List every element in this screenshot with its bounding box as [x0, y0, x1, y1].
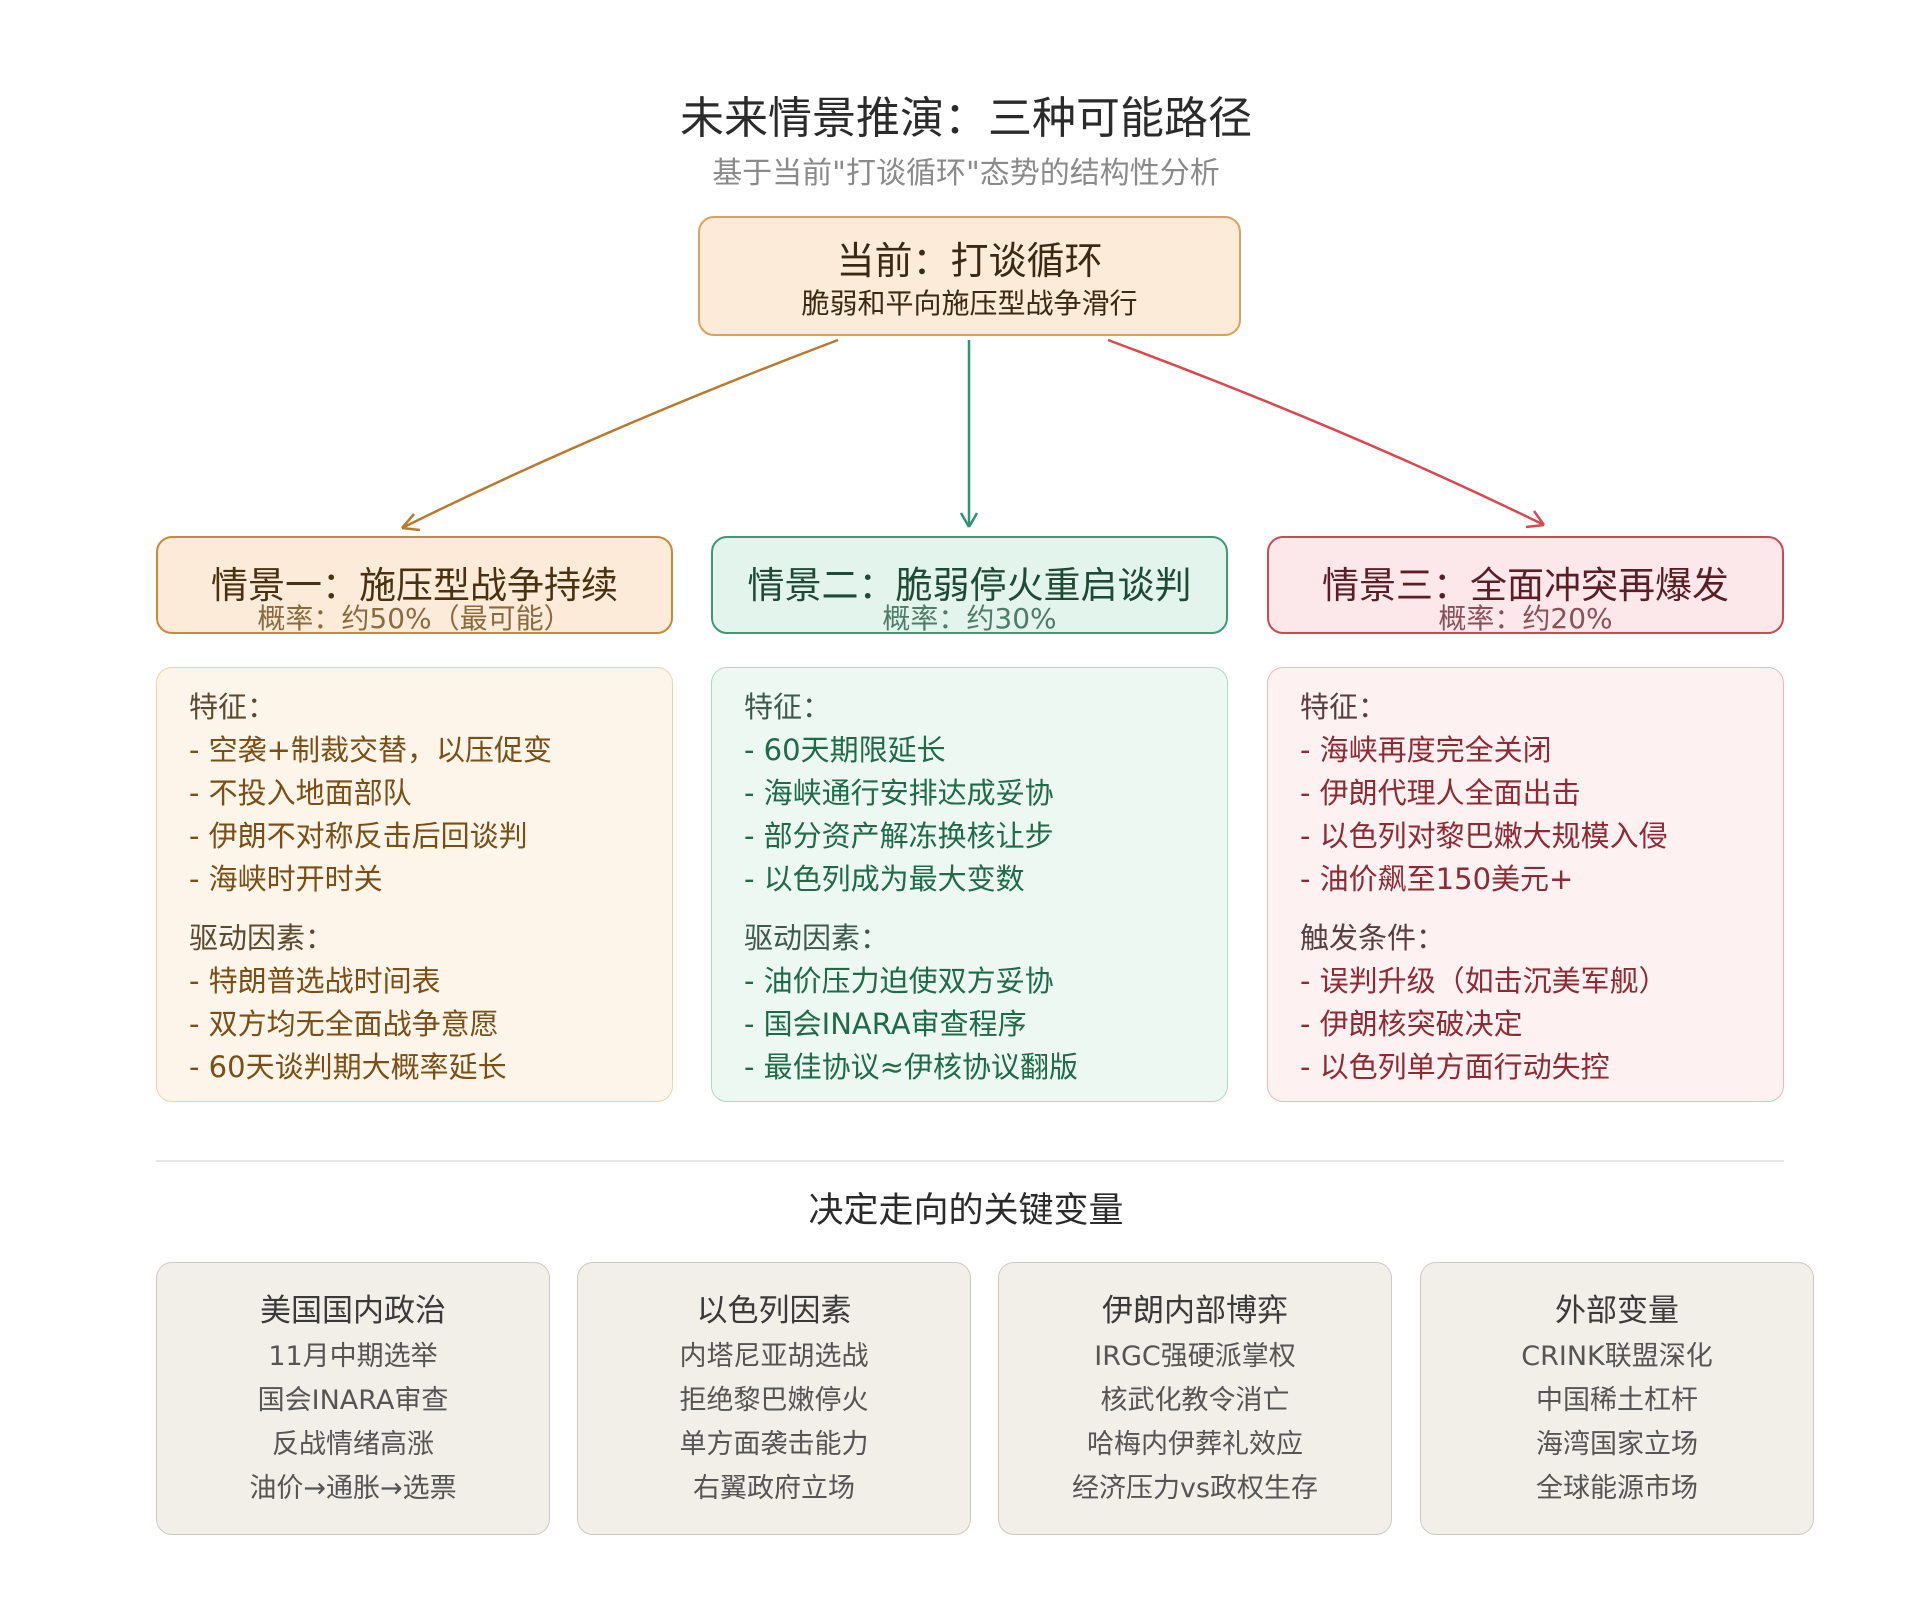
scenario-3-details: 特征： - 海峡再度完全关闭 - 伊朗代理人全面出击 - 以色列对黎巴嫩大规模入… [1267, 667, 1784, 1102]
section-heading: 驱动因素： [744, 921, 890, 955]
list-item: CRINK联盟深化 [1521, 1341, 1713, 1372]
list-item: - 以色列对黎巴嫩大规模入侵 [1300, 819, 1668, 853]
scenario-1-probability: 概率：约50%（最可能） [257, 602, 572, 635]
scenario-3-title: 情景三：全面冲突再爆发 [1322, 564, 1729, 607]
list-item: - 双方均无全面战争意愿 [189, 1007, 499, 1041]
list-item: - 不投入地面部队 [189, 776, 412, 810]
variable-box-israel: 以色列因素 内塔尼亚胡选战 拒绝黎巴嫩停火 单方面袭击能力 右翼政府立场 [577, 1262, 971, 1535]
list-item: - 伊朗代理人全面出击 [1300, 776, 1581, 810]
list-item: 右翼政府立场 [693, 1473, 855, 1504]
list-item: - 空袭+制裁交替，以压促变 [189, 733, 552, 767]
scenario-3-header: 情景三：全面冲突再爆发 概率：约20% [1267, 536, 1784, 635]
list-item: 哈梅内伊葬礼效应 [1087, 1429, 1303, 1460]
section-heading: 驱动因素： [189, 921, 335, 955]
arrowhead-scenario-1 [401, 513, 421, 532]
current-state-box: 当前：打谈循环 脆弱和平向施压型战争滑行 [698, 216, 1241, 336]
page-title: 未来情景推演：三种可能路径 [680, 93, 1252, 144]
variable-box-iran: 伊朗内部博弈 IRGC强硬派掌权 核武化教令消亡 哈梅内伊葬礼效应 经济压力vs… [998, 1262, 1392, 1535]
list-item: - 以色列成为最大变数 [744, 862, 1025, 896]
scenario-3-probability: 概率：约20% [1438, 602, 1613, 635]
scenario-1-details: 特征： - 空袭+制裁交替，以压促变 - 不投入地面部队 - 伊朗不对称反击后回… [156, 667, 673, 1102]
list-item: - 60天谈判期大概率延长 [189, 1050, 507, 1084]
section-divider [156, 1160, 1784, 1162]
list-item: - 伊朗不对称反击后回谈判 [189, 819, 528, 853]
current-state-title: 当前：打谈循环 [836, 239, 1103, 283]
list-item: 国会INARA审查 [257, 1385, 449, 1416]
list-item: - 伊朗核突破决定 [1300, 1007, 1523, 1041]
list-item: 中国稀土杠杆 [1536, 1385, 1698, 1416]
list-item: 经济压力vs政权生存 [1071, 1473, 1319, 1504]
arrow-to-scenario-3 [1107, 338, 1545, 527]
scenario-2-title: 情景二：脆弱停火重启谈判 [747, 564, 1192, 607]
list-item: - 油价压力迫使双方妥协 [744, 964, 1054, 998]
list-item: - 60天期限延长 [744, 733, 946, 767]
list-item: IRGC强硬派掌权 [1094, 1341, 1296, 1372]
scenario-2-details: 特征： - 60天期限延长 - 海峡通行安排达成妥协 - 部分资产解冻换核让步 … [711, 667, 1228, 1102]
scenario-1-title: 情景一：施压型战争持续 [211, 564, 618, 607]
arrow-to-scenario-1 [401, 338, 839, 530]
scenario-2-header: 情景二：脆弱停火重启谈判 概率：约30% [711, 536, 1228, 635]
list-item: - 海峡通行安排达成妥协 [744, 776, 1054, 810]
list-item: 11月中期选举 [268, 1341, 438, 1372]
current-state-subtitle: 脆弱和平向施压型战争滑行 [801, 287, 1138, 320]
list-item: 拒绝黎巴嫩停火 [679, 1385, 869, 1416]
scenario-2-probability: 概率：约30% [882, 602, 1057, 635]
variable-box-us-politics: 美国国内政治 11月中期选举 国会INARA审查 反战情绪高涨 油价→通胀→选票 [156, 1262, 550, 1535]
list-item: 海湾国家立场 [1536, 1429, 1698, 1460]
scenario-1-header: 情景一：施压型战争持续 概率：约50%（最可能） [156, 536, 673, 635]
list-item: - 误判升级（如击沉美军舰） [1300, 964, 1668, 998]
list-item: 反战情绪高涨 [272, 1429, 434, 1460]
list-item: - 特朗普选战时间表 [189, 964, 441, 998]
variables-title: 决定走向的关键变量 [808, 1191, 1124, 1231]
list-item: - 部分资产解冻换核让步 [744, 819, 1054, 853]
list-item: 单方面袭击能力 [679, 1429, 869, 1460]
variable-box-title: 外部变量 [1555, 1293, 1679, 1329]
list-item: - 国会INARA审查程序 [744, 1007, 1027, 1041]
list-item: - 海峡再度完全关闭 [1300, 733, 1552, 767]
section-heading: 触发条件： [1300, 921, 1446, 955]
list-item: - 以色列单方面行动失控 [1300, 1050, 1610, 1084]
arrowhead-scenario-2 [959, 512, 979, 528]
section-heading: 特征： [744, 690, 832, 724]
list-item: 核武化教令消亡 [1100, 1385, 1290, 1416]
variable-box-title: 伊朗内部博弈 [1102, 1293, 1288, 1329]
list-item: - 最佳协议≈伊核协议翻版 [744, 1050, 1078, 1084]
page-subtitle: 基于当前"打谈循环"态势的结构性分析 [712, 156, 1220, 191]
list-item: 全球能源市场 [1536, 1473, 1698, 1504]
list-item: - 油价飙至150美元+ [1300, 862, 1574, 896]
list-item: 内塔尼亚胡选战 [679, 1341, 869, 1372]
variable-box-external: 外部变量 CRINK联盟深化 中国稀土杠杆 海湾国家立场 全球能源市场 [1420, 1262, 1814, 1535]
arrowhead-scenario-3 [1525, 510, 1546, 529]
list-item: 油价→通胀→选票 [249, 1473, 457, 1504]
list-item: - 海峡时开时关 [189, 862, 383, 896]
section-heading: 特征： [189, 690, 277, 724]
section-heading: 特征： [1300, 690, 1388, 724]
variable-box-title: 美国国内政治 [260, 1293, 446, 1329]
variable-box-title: 以色列因素 [696, 1293, 852, 1329]
